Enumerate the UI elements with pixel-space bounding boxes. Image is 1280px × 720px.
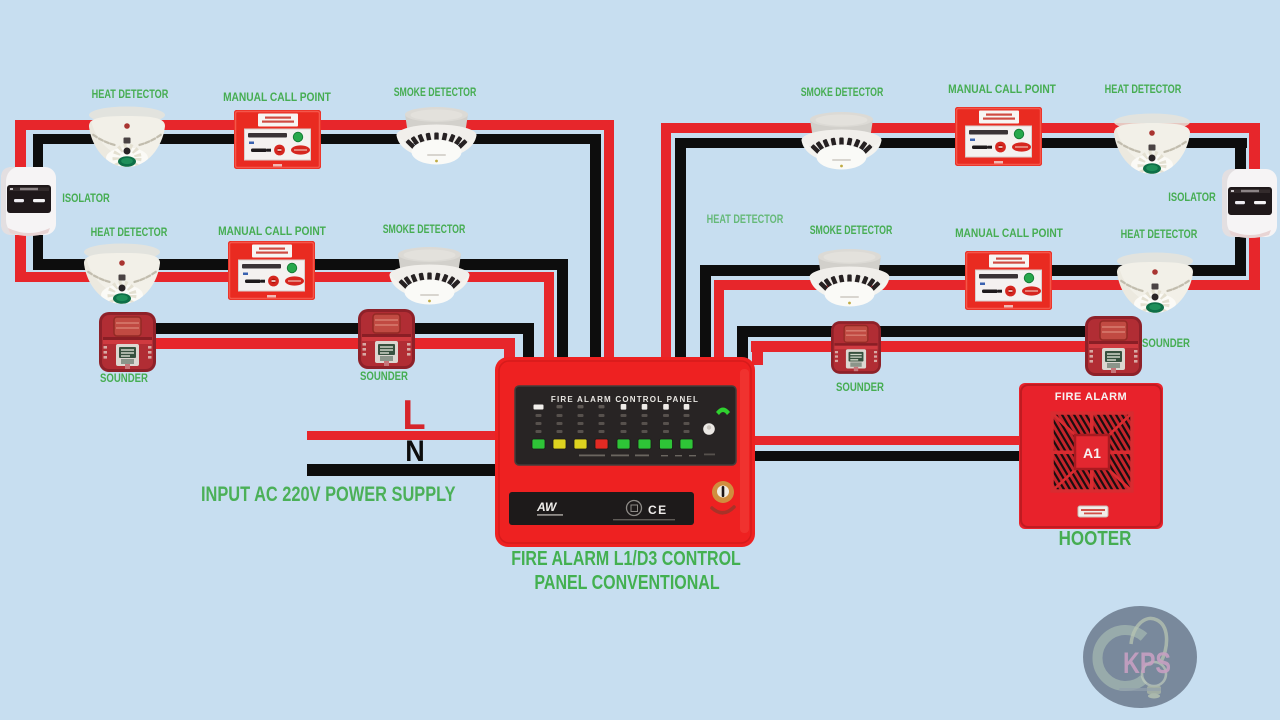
svg-text:FIRE ALARM: FIRE ALARM — [1055, 391, 1127, 403]
svg-text:AW: AW — [536, 500, 558, 514]
svg-text:CE: CE — [648, 503, 668, 517]
svg-text:FIRE ALARM CONTROL PANEL: FIRE ALARM CONTROL PANEL — [551, 395, 699, 404]
svg-text:KPS: KPS — [1123, 647, 1171, 680]
svg-text:A1: A1 — [1083, 445, 1101, 461]
